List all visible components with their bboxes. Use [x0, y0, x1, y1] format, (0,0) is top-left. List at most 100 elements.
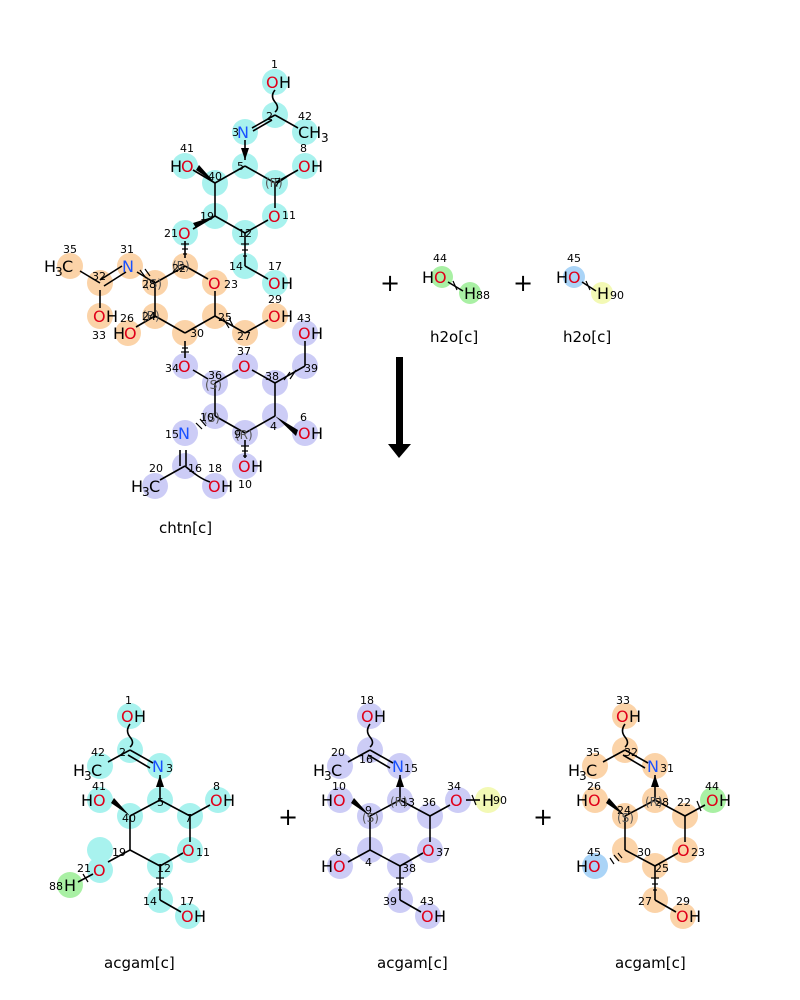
svg-text:(S): (S): [145, 277, 162, 291]
svg-text:O: O: [298, 157, 311, 176]
svg-text:C: C: [149, 477, 160, 496]
svg-text:O: O: [181, 157, 194, 176]
svg-text:45: 45: [567, 252, 581, 265]
svg-text:43: 43: [420, 895, 434, 908]
svg-text:(S): (S): [203, 411, 220, 425]
svg-text:27: 27: [237, 330, 251, 343]
svg-text:27: 27: [638, 895, 652, 908]
svg-text:3: 3: [166, 762, 173, 775]
chtn-name: chtn[c]: [159, 519, 212, 537]
svg-text:(R): (R): [265, 176, 283, 190]
product-2-name: acgam[c]: [377, 954, 448, 972]
svg-text:7: 7: [185, 812, 192, 825]
svg-text:H: H: [223, 791, 235, 810]
svg-text:19: 19: [200, 210, 214, 223]
svg-text:9: 9: [365, 804, 372, 817]
svg-text:O: O: [93, 861, 106, 880]
svg-text:12: 12: [157, 862, 171, 875]
svg-text:CH: CH: [298, 123, 321, 142]
svg-text:45: 45: [587, 846, 601, 859]
svg-text:31: 31: [120, 243, 134, 256]
svg-text:24: 24: [142, 310, 156, 323]
svg-text:C: C: [331, 761, 342, 780]
svg-text:O: O: [238, 457, 251, 476]
svg-text:3: 3: [324, 769, 332, 783]
svg-text:O: O: [434, 268, 447, 287]
svg-text:O: O: [121, 707, 134, 726]
svg-text:16: 16: [188, 462, 202, 475]
svg-text:30: 30: [190, 327, 204, 340]
chtn-lavender-highlight: [142, 320, 318, 499]
svg-text:14: 14: [143, 895, 157, 908]
svg-text:O: O: [182, 841, 195, 860]
svg-text:9: 9: [234, 428, 241, 441]
svg-text:3: 3: [55, 265, 63, 279]
svg-text:(S): (S): [205, 378, 222, 392]
svg-text:32: 32: [624, 746, 638, 759]
svg-text:O: O: [333, 857, 346, 876]
svg-text:N: N: [122, 257, 134, 276]
svg-text:O: O: [422, 841, 435, 860]
plus-sign: +: [513, 269, 533, 297]
svg-text:O: O: [268, 207, 281, 226]
svg-text:1: 1: [271, 58, 278, 71]
svg-text:26: 26: [587, 780, 601, 793]
svg-text:N: N: [178, 424, 190, 443]
svg-text:O: O: [208, 274, 221, 293]
svg-text:10: 10: [200, 411, 214, 424]
svg-text:8: 8: [213, 780, 220, 793]
svg-text:O: O: [298, 424, 311, 443]
svg-text:O: O: [298, 324, 311, 343]
svg-text:33: 33: [92, 329, 106, 342]
svg-text:H: H: [311, 324, 323, 343]
svg-text:90: 90: [610, 289, 624, 302]
svg-text:36: 36: [208, 369, 222, 382]
water-2-name: h2o[c]: [563, 328, 611, 346]
svg-text:O: O: [676, 907, 689, 926]
svg-text:O: O: [706, 791, 719, 810]
svg-text:N: N: [237, 123, 249, 142]
svg-text:O: O: [238, 357, 251, 376]
svg-text:30: 30: [637, 846, 651, 859]
svg-text:11: 11: [282, 209, 296, 222]
svg-text:6: 6: [335, 846, 342, 859]
svg-text:O: O: [268, 274, 281, 293]
svg-text:O: O: [93, 791, 106, 810]
reaction-arrow: [388, 357, 411, 458]
svg-text:34: 34: [447, 780, 461, 793]
svg-text:22: 22: [172, 262, 186, 275]
svg-text:H: H: [251, 457, 263, 476]
svg-text:3: 3: [142, 485, 150, 499]
svg-text:4: 4: [270, 420, 277, 433]
svg-text:H: H: [279, 73, 291, 92]
svg-text:5: 5: [237, 160, 244, 173]
svg-text:O: O: [450, 791, 463, 810]
svg-text:H: H: [719, 791, 731, 810]
svg-text:17: 17: [268, 260, 282, 273]
svg-text:4: 4: [365, 856, 372, 869]
svg-text:H: H: [374, 707, 386, 726]
svg-text:7: 7: [274, 176, 281, 189]
svg-text:41: 41: [180, 142, 194, 155]
svg-text:42: 42: [298, 110, 312, 123]
svg-text:H: H: [689, 907, 701, 926]
svg-text:H: H: [321, 857, 333, 876]
svg-text:44: 44: [433, 252, 447, 265]
svg-text:O: O: [266, 73, 279, 92]
svg-text:90: 90: [493, 794, 507, 807]
svg-text:O: O: [178, 224, 191, 243]
chtn-indices: 1 2 42 3 5 8 41 40 7 19 11 12 21 14 17 3…: [63, 58, 318, 491]
svg-text:(S): (S): [362, 811, 379, 825]
svg-text:O: O: [178, 357, 191, 376]
svg-text:5: 5: [157, 796, 164, 809]
svg-text:38: 38: [402, 862, 416, 875]
svg-text:O: O: [421, 907, 434, 926]
svg-text:O: O: [268, 307, 281, 326]
svg-text:6: 6: [300, 411, 307, 424]
svg-text:20: 20: [149, 462, 163, 475]
svg-text:34: 34: [165, 362, 179, 375]
svg-text:3: 3: [232, 126, 239, 139]
svg-text:(R): (R): [645, 795, 663, 809]
svg-text:O: O: [208, 477, 221, 496]
